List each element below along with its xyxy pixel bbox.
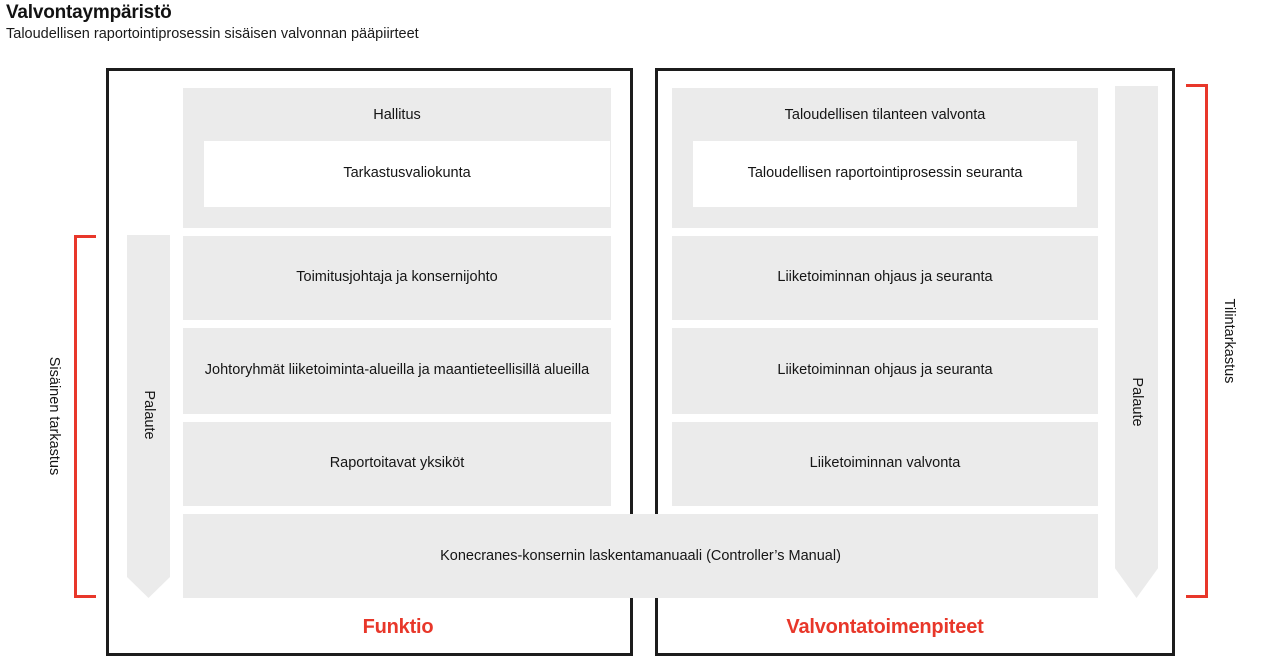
- box-taloudellisen-tilanteen-valvonta-label: Taloudellisen tilanteen valvonta: [784, 107, 986, 123]
- box-liiketoiminnan-ohjaus-2-label: Liiketoiminnan ohjaus ja seuranta: [777, 362, 993, 379]
- feedback-arrow-right-label: Palaute: [1128, 377, 1145, 427]
- function-caption: Funktio: [362, 616, 434, 638]
- page-subtitle: Taloudellisen raportointiprosessin sisäi…: [6, 26, 419, 42]
- box-raportointiprosessin-seuranta: Taloudellisen raportointiprosessin seura…: [693, 141, 1077, 207]
- control-activities-caption: Valvontatoimenpiteet: [786, 616, 984, 638]
- box-tarkastusvaliokunta: Tarkastusvaliokunta: [204, 141, 610, 207]
- external-audit-label: Tilintarkastus: [1221, 298, 1237, 384]
- function-panel: [106, 68, 633, 656]
- box-hallitus: Hallitus Tarkastusvaliokunta: [183, 88, 611, 228]
- box-hallitus-label: Hallitus: [373, 107, 421, 123]
- box-tarkastusvaliokunta-label: Tarkastusvaliokunta: [343, 165, 471, 182]
- external-audit-bracket: [1186, 84, 1208, 598]
- down-arrow-icon: [1115, 86, 1158, 598]
- box-raportoitavat-yksikot-label: Raportoitavat yksiköt: [329, 455, 465, 472]
- box-johtoryhmat-label: Johtoryhmät liiketoiminta-alueilla ja ma…: [204, 362, 590, 379]
- box-taloudellisen-tilanteen-valvonta: Taloudellisen tilanteen valvonta Taloude…: [672, 88, 1098, 228]
- box-controllers-manual-label: Konecranes-konsernin laskentamanuaali (C…: [440, 548, 841, 564]
- feedback-arrow-left-label: Palaute: [140, 389, 157, 440]
- feedback-arrow-left: Palaute: [127, 235, 170, 598]
- control-activities-panel: [655, 68, 1175, 656]
- box-raportoitavat-yksikot: Raportoitavat yksiköt: [183, 422, 611, 506]
- box-johtoryhmat: Johtoryhmät liiketoiminta-alueilla ja ma…: [183, 328, 611, 414]
- box-toimitusjohtaja: Toimitusjohtaja ja konsernijohto: [183, 236, 611, 320]
- box-liiketoiminnan-ohjaus-2: Liiketoiminnan ohjaus ja seuranta: [672, 328, 1098, 414]
- box-liiketoiminnan-ohjaus-1-label: Liiketoiminnan ohjaus ja seuranta: [777, 269, 993, 286]
- down-arrow-icon: [127, 235, 170, 598]
- box-raportointiprosessin-seuranta-label: Taloudellisen raportointiprosessin seura…: [747, 165, 1023, 182]
- box-liiketoiminnan-valvonta: Liiketoiminnan valvonta: [672, 422, 1098, 506]
- internal-audit-label: Sisäinen tarkastus: [46, 356, 62, 476]
- box-controllers-manual: Konecranes-konsernin laskentamanuaali (C…: [183, 514, 1098, 598]
- feedback-arrow-right: Palaute: [1115, 86, 1158, 598]
- box-liiketoiminnan-ohjaus-1: Liiketoiminnan ohjaus ja seuranta: [672, 236, 1098, 320]
- box-liiketoiminnan-valvonta-label: Liiketoiminnan valvonta: [809, 455, 961, 472]
- internal-audit-bracket: [74, 235, 96, 598]
- box-toimitusjohtaja-label: Toimitusjohtaja ja konsernijohto: [296, 269, 498, 286]
- page-title: Valvontaympäristö: [6, 2, 172, 23]
